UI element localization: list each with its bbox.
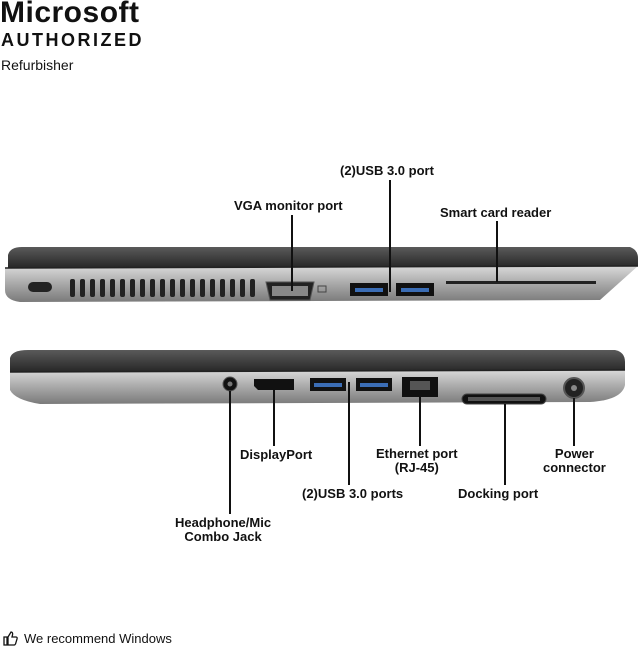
label-headphone-line1: Headphone/Mic bbox=[175, 515, 272, 530]
brand-refurbisher: Refurbisher bbox=[1, 57, 74, 73]
vga-port-icon bbox=[265, 281, 327, 301]
brand-microsoft: Microsoft bbox=[0, 0, 140, 29]
docking-port-icon bbox=[461, 393, 547, 405]
leader-lines-top bbox=[291, 180, 498, 292]
label-usb-top: (2)USB 3.0 port bbox=[340, 163, 434, 178]
label-ethernet: Ethernet port (RJ-45) bbox=[376, 447, 458, 475]
brand-authorized: AUTHORIZED bbox=[1, 30, 144, 50]
headphone-jack-icon bbox=[222, 376, 238, 392]
label-ethernet-line2: (RJ-45) bbox=[394, 460, 439, 475]
footer-text: We recommend Windows bbox=[24, 630, 172, 646]
label-power: Power connector bbox=[543, 447, 606, 475]
thumbs-up-icon bbox=[2, 630, 18, 646]
usb-port-icon bbox=[350, 283, 388, 296]
usb-port-icon bbox=[310, 378, 346, 391]
label-smartcard: Smart card reader bbox=[440, 205, 552, 220]
label-power-line2: connector bbox=[543, 460, 606, 475]
laptop-right-side bbox=[9, 350, 626, 514]
label-ethernet-line1: Ethernet port bbox=[376, 446, 458, 461]
label-displayport: DisplayPort bbox=[240, 447, 313, 462]
usb-port-icon bbox=[396, 283, 434, 296]
footer-recommendation: We recommend Windows bbox=[2, 630, 172, 646]
displayport-icon bbox=[254, 379, 294, 390]
laptop-left-side bbox=[4, 180, 639, 302]
leader-lines-bottom bbox=[229, 382, 575, 514]
label-headphone-line2: Combo Jack bbox=[184, 529, 262, 544]
label-docking: Docking port bbox=[458, 486, 539, 501]
label-power-line1: Power bbox=[554, 446, 594, 461]
label-usb-bottom: (2)USB 3.0 ports bbox=[302, 486, 404, 501]
smart-card-slot-icon bbox=[446, 281, 596, 284]
label-vga: VGA monitor port bbox=[234, 198, 343, 213]
usb-port-icon bbox=[356, 378, 392, 391]
power-connector-icon bbox=[563, 377, 585, 399]
lock-slot-icon bbox=[28, 282, 52, 292]
label-headphone: Headphone/Mic Combo Jack bbox=[175, 516, 271, 544]
ethernet-port-icon bbox=[402, 377, 438, 397]
vent-grille bbox=[70, 279, 255, 297]
